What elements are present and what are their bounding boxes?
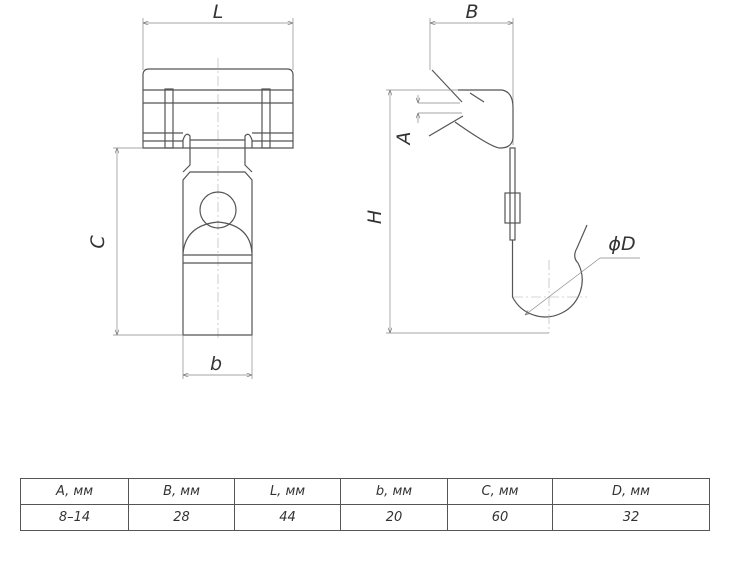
label-D: ϕD [608, 233, 635, 255]
header-cell: D, мм [552, 478, 710, 505]
header-cell: L, мм [234, 478, 341, 505]
label-B: B [465, 1, 478, 23]
front-view: L C b [87, 1, 294, 379]
dimensions-table: A, мм B, мм L, мм b, мм C, мм D, мм 8–14… [20, 478, 710, 531]
label-b: b [210, 353, 222, 375]
value-cell: 44 [234, 504, 341, 531]
value-cell: 60 [447, 504, 553, 531]
value-cell: 8–14 [20, 504, 129, 531]
label-A: A [393, 132, 415, 147]
value-cell: 32 [552, 504, 710, 531]
value-cell: 20 [340, 504, 448, 531]
side-view: B A H ϕD [364, 1, 640, 334]
header-cell: B, мм [128, 478, 235, 505]
header-cell: A, мм [20, 478, 129, 505]
header-cell: b, мм [340, 478, 448, 505]
technical-drawing: L C b B A H ϕD [87, 1, 640, 379]
label-L: L [213, 1, 224, 23]
value-cell: 28 [128, 504, 235, 531]
label-H: H [364, 210, 386, 224]
label-C: C [87, 235, 109, 249]
table-row: 8–14 28 44 20 60 32 [20, 504, 710, 531]
header-cell: C, мм [447, 478, 553, 505]
table-header-row: A, мм B, мм L, мм b, мм C, мм D, мм [20, 478, 710, 505]
